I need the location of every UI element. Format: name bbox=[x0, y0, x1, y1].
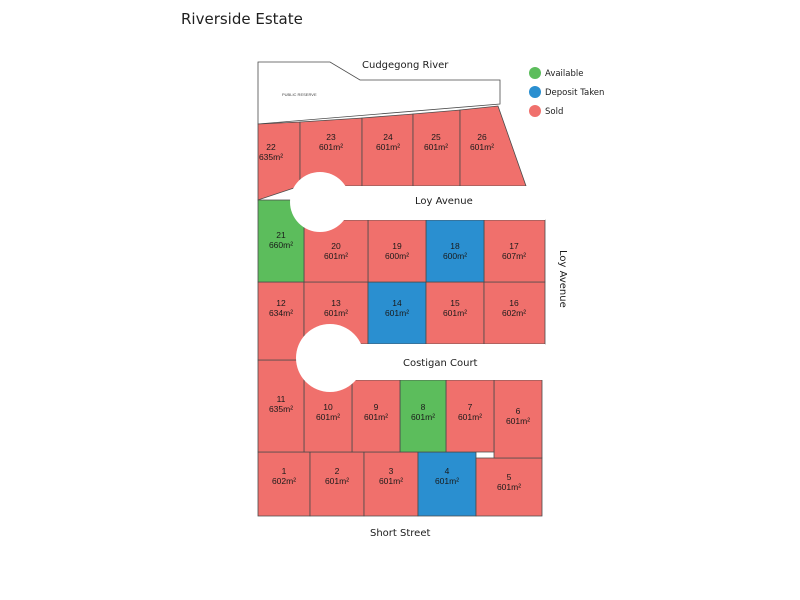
lot-number: 22 bbox=[266, 142, 276, 152]
lot-area: 601m² bbox=[319, 142, 343, 152]
lot-number: 7 bbox=[468, 402, 473, 412]
legend-deposit-label: Deposit Taken bbox=[545, 88, 604, 98]
legend-available-label: Available bbox=[545, 69, 583, 79]
lot-area: 635m² bbox=[269, 404, 293, 414]
lot-number: 5 bbox=[507, 472, 512, 482]
costigan-court-road bbox=[304, 344, 545, 380]
lot-number: 3 bbox=[389, 466, 394, 476]
lot-area: 601m² bbox=[364, 412, 388, 422]
legend-sold-swatch bbox=[529, 105, 541, 117]
lot-area: 601m² bbox=[435, 476, 459, 486]
river-label: Cudgegong River bbox=[362, 60, 449, 71]
lot-area: 601m² bbox=[376, 142, 400, 152]
lot-area: 601m² bbox=[324, 251, 348, 261]
lot-number: 9 bbox=[374, 402, 379, 412]
lot-number: 10 bbox=[323, 402, 333, 412]
legend: Available Deposit Taken Sold bbox=[529, 67, 604, 117]
lot-area: 602m² bbox=[272, 476, 296, 486]
lot-area: 601m² bbox=[424, 142, 448, 152]
lot-number: 25 bbox=[431, 132, 441, 142]
lot-number: 8 bbox=[421, 402, 426, 412]
lot-area: 601m² bbox=[324, 308, 348, 318]
lot-number: 26 bbox=[477, 132, 487, 142]
loy-avenue-culdesac bbox=[290, 172, 350, 232]
lot-area: 601m² bbox=[497, 482, 521, 492]
page-title: Riverside Estate bbox=[181, 10, 303, 28]
lot-number: 18 bbox=[450, 241, 460, 251]
lot-number: 21 bbox=[276, 230, 286, 240]
lot-number: 4 bbox=[445, 466, 450, 476]
lot-area: 635m² bbox=[259, 152, 283, 162]
lot-area: 601m² bbox=[458, 412, 482, 422]
lot-area: 601m² bbox=[316, 412, 340, 422]
lot-number: 23 bbox=[326, 132, 336, 142]
legend-sold-label: Sold bbox=[545, 107, 563, 117]
costigan-court-culdesac bbox=[296, 324, 364, 392]
lot-area: 601m² bbox=[325, 476, 349, 486]
lot-area: 601m² bbox=[379, 476, 403, 486]
street-short-street: Short Street bbox=[370, 528, 430, 539]
lot-number: 12 bbox=[276, 298, 286, 308]
lot-area: 602m² bbox=[502, 308, 526, 318]
loy-avenue-road bbox=[304, 186, 545, 220]
lot-parcel[interactable] bbox=[257, 281, 305, 361]
reserve-label: PUBLIC RESERVE bbox=[282, 92, 317, 97]
lot-number: 6 bbox=[516, 406, 521, 416]
lot-area: 601m² bbox=[385, 308, 409, 318]
lot-number: 17 bbox=[509, 241, 519, 251]
lot-number: 24 bbox=[383, 132, 393, 142]
lot-number: 2 bbox=[335, 466, 340, 476]
lot-number: 19 bbox=[392, 241, 402, 251]
lot-number: 1 bbox=[282, 466, 287, 476]
lot-area: 601m² bbox=[443, 308, 467, 318]
lot-area: 660m² bbox=[269, 240, 293, 250]
street-costigan-court: Costigan Court bbox=[403, 358, 478, 369]
lot-number: 20 bbox=[331, 241, 341, 251]
lot-area: 607m² bbox=[502, 251, 526, 261]
lot-area: 600m² bbox=[443, 251, 467, 261]
lot-area: 601m² bbox=[470, 142, 494, 152]
lot-number: 13 bbox=[331, 298, 341, 308]
lot-area: 601m² bbox=[411, 412, 435, 422]
lot-area: 600m² bbox=[385, 251, 409, 261]
lot-area: 634m² bbox=[269, 308, 293, 318]
lot-number: 14 bbox=[392, 298, 402, 308]
street-loy-avenue: Loy Avenue bbox=[415, 196, 473, 207]
lot-number: 15 bbox=[450, 298, 460, 308]
lot-number: 16 bbox=[509, 298, 519, 308]
street-loy-avenue-side: Loy Avenue bbox=[557, 250, 568, 308]
lot-area: 601m² bbox=[506, 416, 530, 426]
lot-number: 11 bbox=[277, 394, 286, 404]
legend-available-swatch bbox=[529, 67, 541, 79]
legend-deposit-swatch bbox=[529, 86, 541, 98]
lot-parcel[interactable] bbox=[257, 199, 305, 283]
